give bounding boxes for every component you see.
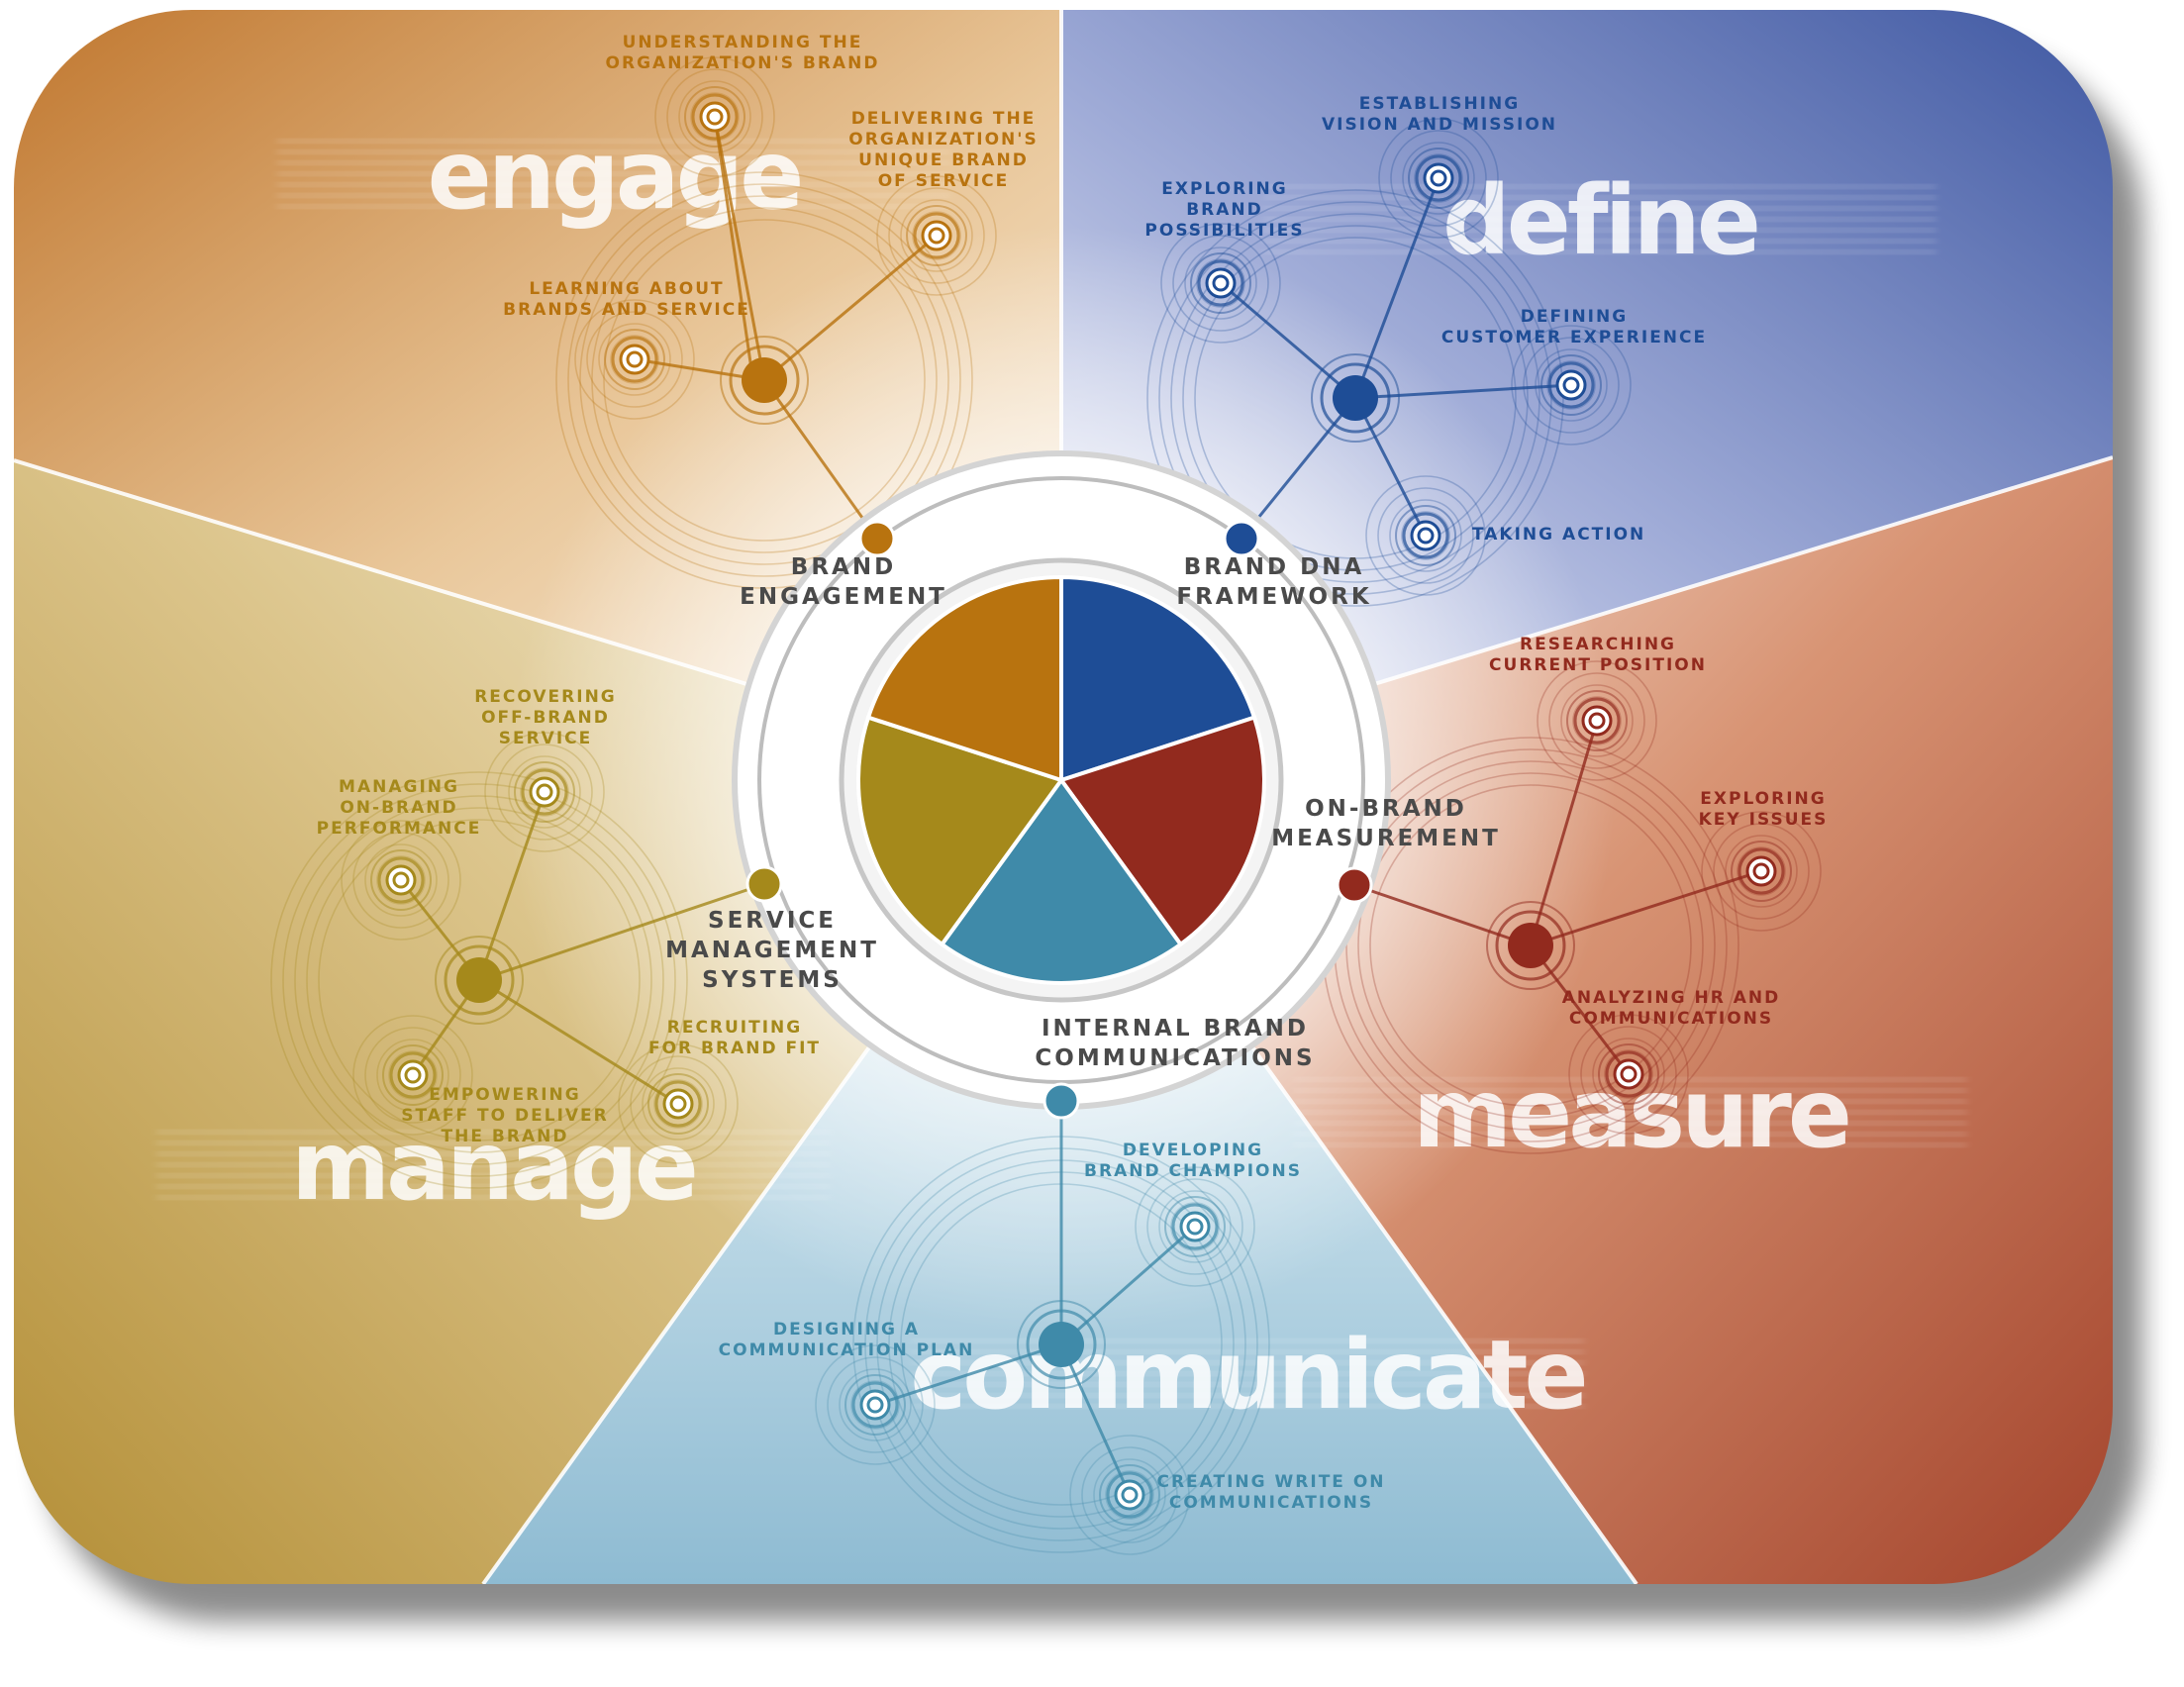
define-step-node (1190, 252, 1251, 314)
manage-hub-node (435, 936, 524, 1025)
define-step-node (1540, 354, 1602, 416)
communicate-phase-word: communicate (910, 1320, 1584, 1431)
define-phase-word: define (1442, 165, 1757, 276)
engage-step-node (684, 86, 745, 148)
manage-step-node (514, 761, 575, 823)
manage-phase-word-group: manage (156, 1111, 830, 1222)
center-pie-chart (856, 574, 1266, 986)
define-step-node (1408, 148, 1469, 209)
communicate-step-node (1099, 1464, 1160, 1526)
engage-phase-word-group: engage (277, 120, 950, 231)
communicate-phase-word-group: communicate (910, 1320, 1588, 1431)
measure-hub-node (1486, 901, 1575, 990)
engage-ring-connector (858, 520, 896, 557)
pie-slice-define (1059, 574, 1257, 783)
define-hub-node (1311, 353, 1400, 443)
communicate-ring-connector (1042, 1082, 1080, 1120)
manage-step-node (370, 849, 432, 911)
measure-step-node (1731, 841, 1792, 902)
measure-ring-connector (1336, 866, 1373, 904)
define-step-node (1395, 505, 1456, 566)
define-phase-word-group: define (1263, 165, 1936, 276)
communicate-hub-node (1017, 1300, 1106, 1389)
manage-step-node (647, 1073, 709, 1135)
engage-step-node (906, 205, 967, 266)
pie-slice-communicate (939, 776, 1184, 986)
pie-slice-manage (856, 715, 1065, 947)
engage-phase-word: engage (428, 120, 801, 231)
engage-hub-node (720, 336, 809, 425)
manage-step-node (382, 1044, 444, 1106)
communicate-step-node (844, 1374, 906, 1436)
pie-slice-measure (1057, 715, 1266, 947)
define-ring-connector (1223, 520, 1260, 557)
define-step-label: TAKING ACTION (1472, 525, 1645, 545)
measure-step-node (1566, 690, 1628, 751)
manage-ring-connector (745, 865, 783, 903)
engage-step-node (604, 329, 665, 390)
measure-step-node (1598, 1043, 1659, 1105)
pie-slice-engage (865, 574, 1063, 783)
manage-phase-word: manage (291, 1111, 695, 1222)
communicate-step-node (1164, 1196, 1226, 1257)
